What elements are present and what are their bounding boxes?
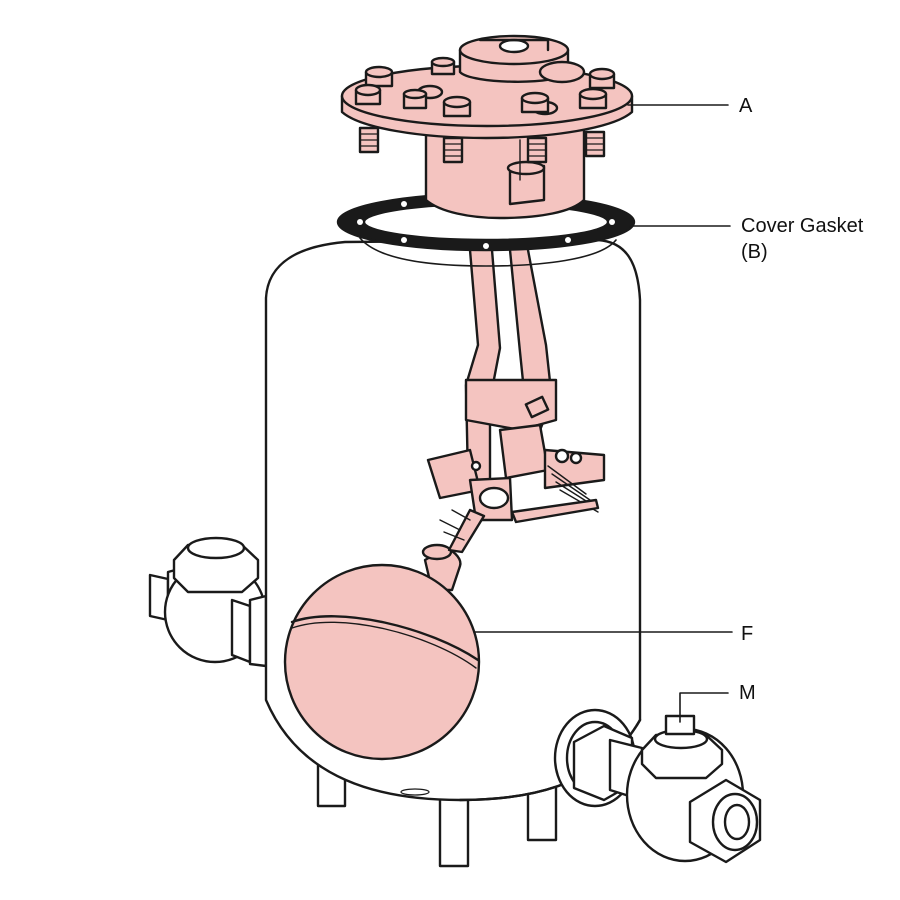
cover-bolts <box>354 56 616 164</box>
leader-lines <box>473 104 733 723</box>
right-outlet-fitting <box>553 708 762 864</box>
callout-label-cover-gasket: Cover Gasket (B) <box>741 215 864 263</box>
callout-label-f: F <box>741 623 754 645</box>
callout-label-a: A <box>739 95 753 117</box>
callout-label-m: M <box>739 682 756 704</box>
left-inlet-fitting <box>148 536 268 668</box>
float-ball <box>283 543 481 761</box>
